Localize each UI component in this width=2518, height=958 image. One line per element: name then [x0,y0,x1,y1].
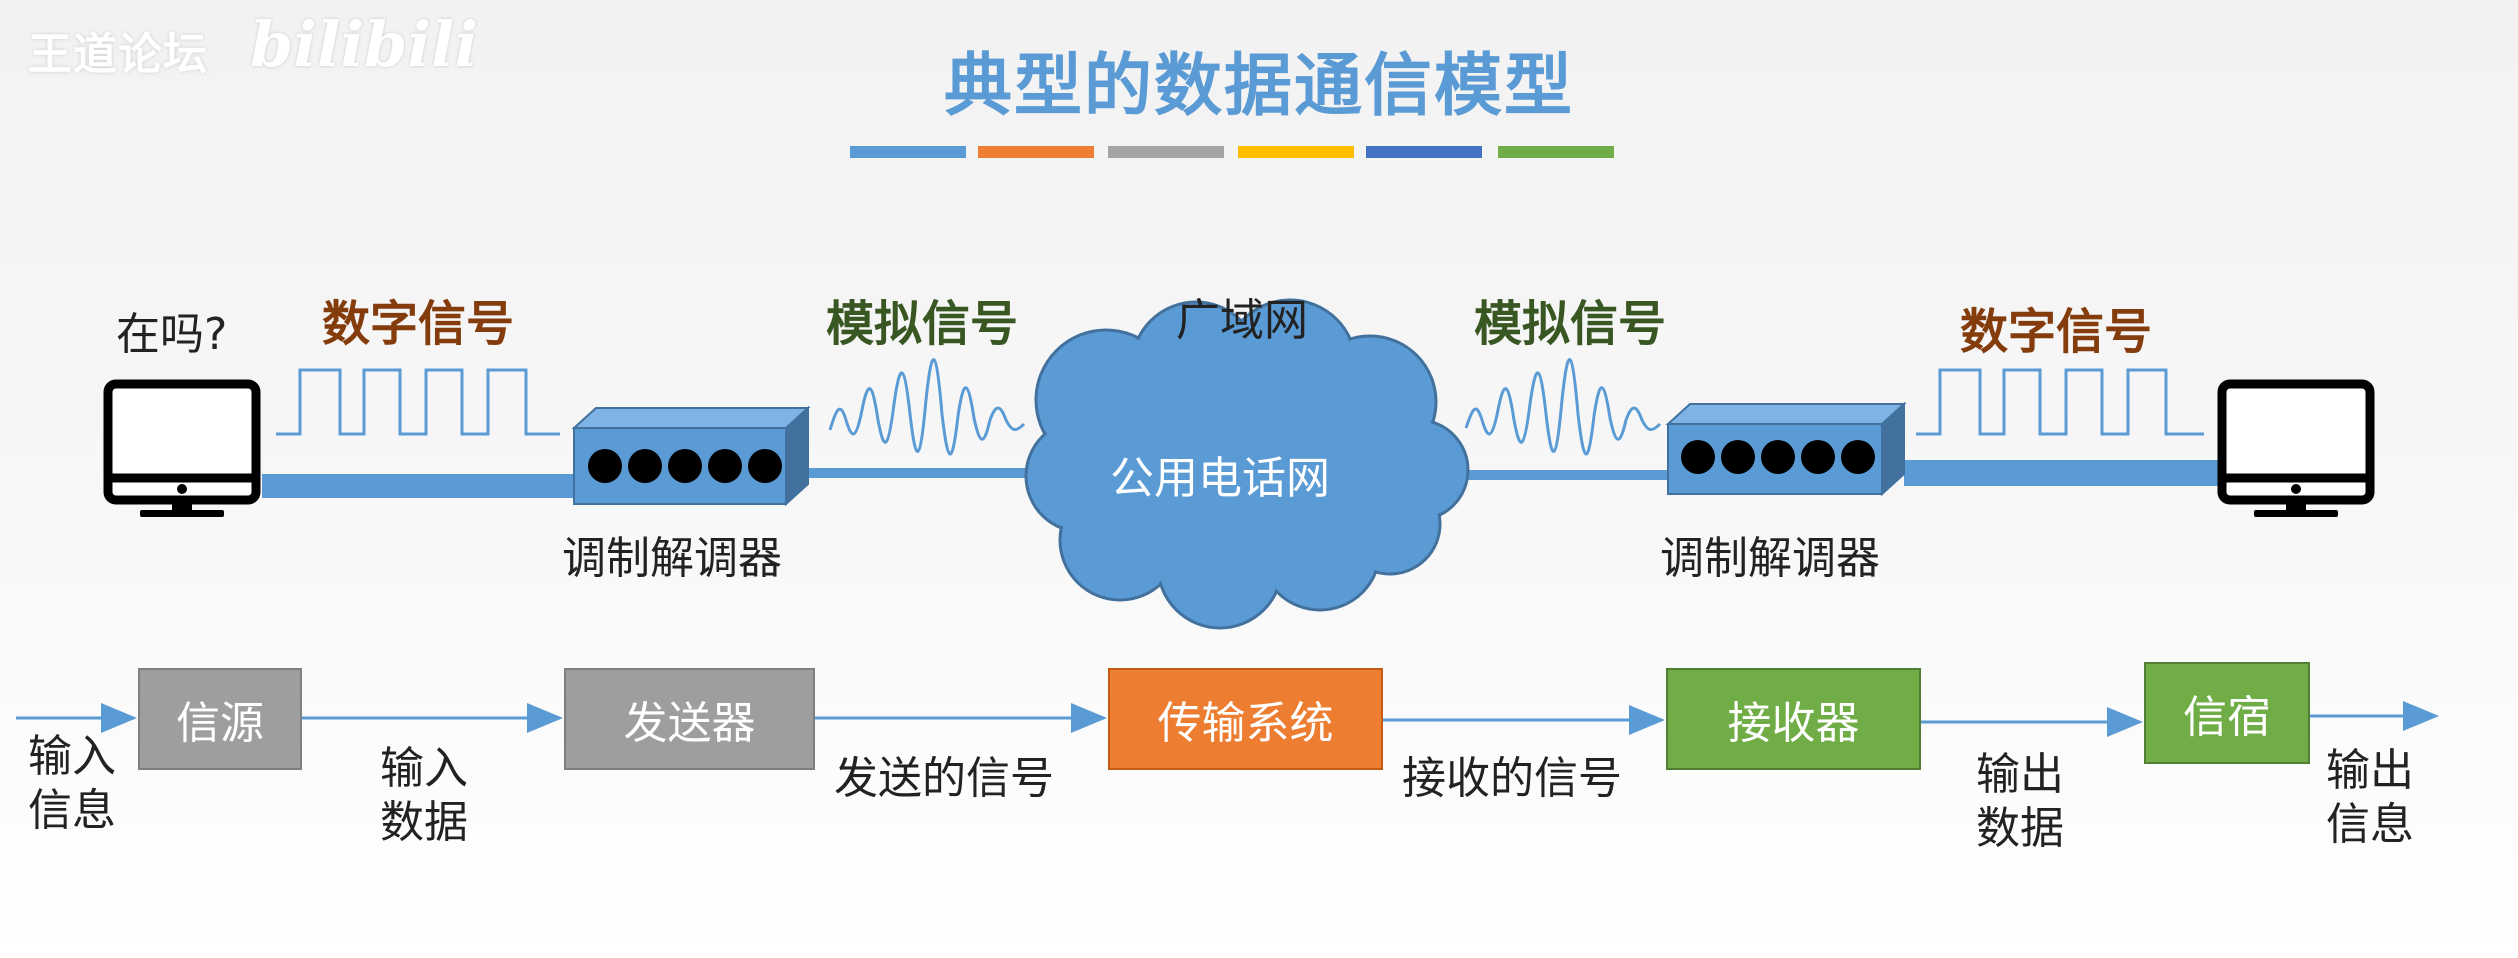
receiver-box-label: 接收器 [1727,698,1860,749]
transmitter-box: 发送器 [564,668,815,770]
input-info-label: 输入 信息 [28,730,116,838]
destination-box-label: 信宿 [2183,692,2271,743]
speech-text: 在吗? [116,309,228,360]
modem-label-left: 调制解调器 [562,533,782,584]
digital-wave-left [276,368,560,436]
sent-signal-label: 发送的信号 [834,753,1054,804]
title-bar-orange [978,146,1094,158]
computer-right-icon [2217,379,2375,517]
link-modem-left-to-cloud [800,468,1050,478]
title-bar-yellow [1238,146,1354,158]
transmission-system-box-label: 传输系统 [1157,698,1334,749]
page-title: 典型的数据通信模型 [943,47,1574,126]
bilibili-logo: bilibili [250,8,479,81]
analog-wave-left [828,358,1026,456]
transmission-system-box: 传输系统 [1108,668,1383,770]
input-data-line1: 输入 [380,743,468,794]
title-bar-blue [850,146,966,158]
input-info-line2: 信息 [28,785,116,836]
output-info-label: 输出 信息 [2326,744,2414,852]
watermark-text: 王道论坛 [28,29,208,80]
output-data-line1: 输出 [1976,749,2064,800]
output-data-line2: 数据 [1976,803,2064,854]
output-data-label: 输出 数据 [1976,748,2064,856]
digital-wave-right [1916,368,2204,436]
wan-label: 广域网 [1176,295,1308,346]
title-bar-green [1498,146,1614,158]
transmitter-box-label: 发送器 [623,698,756,749]
input-info-line1: 输入 [28,731,116,782]
analog-wave-right [1464,358,1662,456]
destination-box: 信宿 [2144,662,2310,764]
modem-left-icon [571,405,811,507]
analog-signal-label-right: 模拟信号 [1474,296,1667,352]
title-bar-gray [1108,146,1224,158]
received-signal-label: 接收的信号 [1402,753,1622,804]
flow-arrows [16,701,2439,737]
modem-right-icon [1665,401,1907,497]
source-box: 信源 [138,668,302,770]
cloud-label: 公用电话网 [1110,453,1330,504]
modem-label-right: 调制解调器 [1660,533,1880,584]
title-bar-darkblue [1366,146,1482,158]
digital-signal-label-left: 数字信号 [322,296,515,352]
computer-left-icon [103,379,261,517]
link-cloud-to-modem-right [1460,470,1670,480]
input-data-line2: 数据 [380,797,468,848]
title-color-bars [850,146,1614,158]
input-data-label: 输入 数据 [380,742,468,850]
output-info-line1: 输出 [2326,745,2414,796]
source-box-label: 信源 [176,698,264,749]
analog-signal-label-left: 模拟信号 [826,296,1019,352]
digital-signal-label-right: 数字信号 [1960,304,2153,360]
output-info-line2: 信息 [2326,799,2414,850]
receiver-box: 接收器 [1666,668,1921,770]
link-pc-to-modem-left [262,474,582,498]
link-modem-right-to-pc [1904,460,2222,486]
